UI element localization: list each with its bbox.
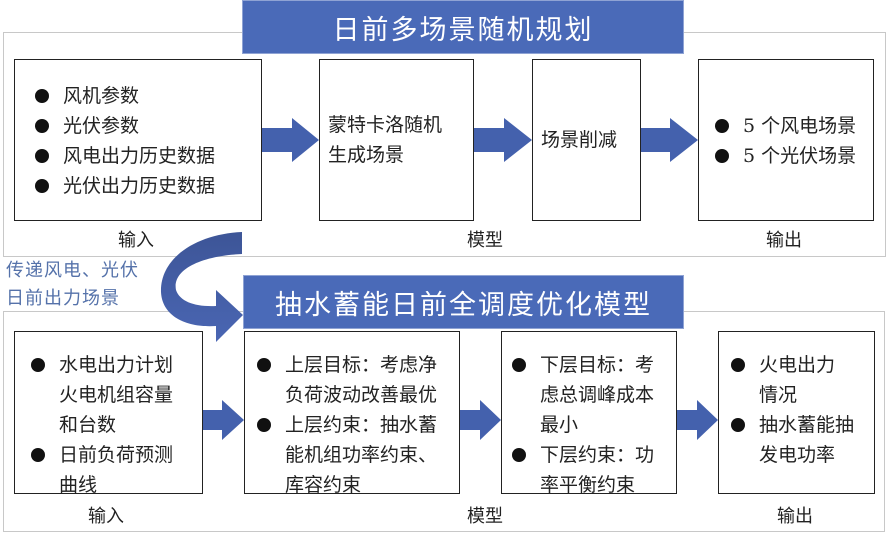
bottom-output-caption: 输出: [777, 506, 813, 527]
list-item-line: 库容约束: [285, 474, 362, 496]
top-output-list: 5 个风电场景 5 个光伏场景: [709, 111, 873, 171]
upper-layer-list: 上层目标：考虑净 负荷波动改善最优 上层约束：抽水蓄 能机组功率约束、 库容约束: [251, 350, 459, 500]
arrow-right-icon: [203, 400, 244, 440]
scenario-reduction-text: 场景削减: [541, 129, 618, 151]
bottom-output-box: 火电出力 情况 抽水蓄能抽 发电功率: [718, 331, 875, 494]
top-section-title: 日前多场景随机规划: [242, 0, 684, 54]
bottom-input-list: 水电出力计划 火电机组容量 和台数 日前负荷预测 曲线: [25, 350, 202, 500]
list-item: 上层目标：考虑净 负荷波动改善最优: [251, 350, 459, 410]
list-item: 光伏参数: [29, 111, 261, 141]
list-item: 火电出力 情况: [725, 350, 874, 410]
list-item-line: 发电功率: [759, 444, 836, 466]
list-item-line: 下层目标：考: [540, 354, 655, 376]
list-item-line: 下层约束：功: [540, 444, 655, 466]
top-input-box: 风机参数 光伏参数 风电出力历史数据 光伏出力历史数据: [14, 59, 262, 221]
arrow-right-icon: [262, 118, 319, 162]
scenario-reduction-box: 场景削减: [532, 59, 641, 221]
bottom-model-caption: 模型: [467, 506, 503, 527]
list-item: 下层约束：功 率平衡约束: [506, 440, 676, 500]
list-item-line: 水电出力计划: [59, 354, 174, 376]
list-item-line: 和台数: [59, 414, 117, 436]
lower-layer-list: 下层目标：考 虑总调峰成本 最小 下层约束：功 率平衡约束: [506, 350, 676, 500]
transfer-label: 传递风电、光伏 日前出力场景: [6, 257, 139, 313]
list-item: 风电出力历史数据: [29, 141, 261, 171]
bottom-input-caption: 输入: [88, 506, 124, 527]
list-item-line: 上层约束：抽水蓄: [285, 414, 438, 436]
arrow-right-icon: [474, 118, 532, 162]
list-item-line: 最小: [540, 414, 579, 436]
top-section-title-text: 日前多场景随机规划: [332, 14, 594, 46]
list-item-line: 火电机组容量: [59, 384, 174, 406]
top-input-list: 风机参数 光伏参数 风电出力历史数据 光伏出力历史数据: [29, 81, 261, 201]
monte-carlo-box: 蒙特卡洛随机 生成场景: [319, 59, 474, 221]
list-item-line: 火电出力: [759, 354, 836, 376]
top-output-caption: 输出: [766, 230, 802, 251]
list-item-line: 抽水蓄能抽: [759, 414, 855, 436]
arrow-right-icon: [677, 400, 718, 440]
list-item-line: 能机组功率约束、: [285, 444, 438, 466]
monte-carlo-line-1: 蒙特卡洛随机: [328, 114, 443, 136]
list-item: 风机参数: [29, 81, 261, 111]
transfer-label-line-2: 日前出力场景: [6, 288, 120, 309]
top-input-caption: 输入: [118, 230, 154, 251]
arrow-right-icon: [641, 118, 698, 162]
bottom-input-box: 水电出力计划 火电机组容量 和台数 日前负荷预测 曲线: [14, 331, 203, 496]
list-item-line: 负荷波动改善最优: [285, 384, 438, 406]
list-item-line: 日前负荷预测: [59, 444, 174, 466]
bottom-section-title-text: 抽水蓄能日前全调度优化模型: [275, 289, 652, 321]
bottom-output-list: 火电出力 情况 抽水蓄能抽 发电功率: [725, 350, 874, 470]
monte-carlo-line-2: 生成场景: [328, 144, 405, 166]
arrow-right-icon: [460, 400, 501, 440]
top-output-box: 5 个风电场景 5 个光伏场景: [698, 59, 874, 221]
list-item: 抽水蓄能抽 发电功率: [725, 410, 874, 470]
list-item: 光伏出力历史数据: [29, 171, 261, 201]
list-item-line: 率平衡约束: [540, 474, 636, 496]
list-item-line: 上层目标：考虑净: [285, 354, 438, 376]
bottom-section-title: 抽水蓄能日前全调度优化模型: [243, 275, 684, 329]
list-item-line: 曲线: [59, 474, 98, 496]
list-item: 水电出力计划 火电机组容量 和台数: [25, 350, 202, 440]
lower-layer-box: 下层目标：考 虑总调峰成本 最小 下层约束：功 率平衡约束: [501, 331, 677, 496]
list-item: 5 个风电场景: [709, 111, 873, 141]
list-item: 下层目标：考 虑总调峰成本 最小: [506, 350, 676, 440]
list-item-line: 情况: [759, 384, 798, 406]
curved-transfer-arrow-icon: [160, 232, 243, 342]
transfer-label-line-1: 传递风电、光伏: [6, 260, 139, 281]
upper-layer-box: 上层目标：考虑净 负荷波动改善最优 上层约束：抽水蓄 能机组功率约束、 库容约束: [244, 331, 460, 496]
list-item: 日前负荷预测 曲线: [25, 440, 202, 500]
list-item: 上层约束：抽水蓄 能机组功率约束、 库容约束: [251, 410, 459, 500]
top-model-caption: 模型: [467, 230, 503, 251]
list-item: 5 个光伏场景: [709, 141, 873, 171]
list-item-line: 虑总调峰成本: [540, 384, 655, 406]
